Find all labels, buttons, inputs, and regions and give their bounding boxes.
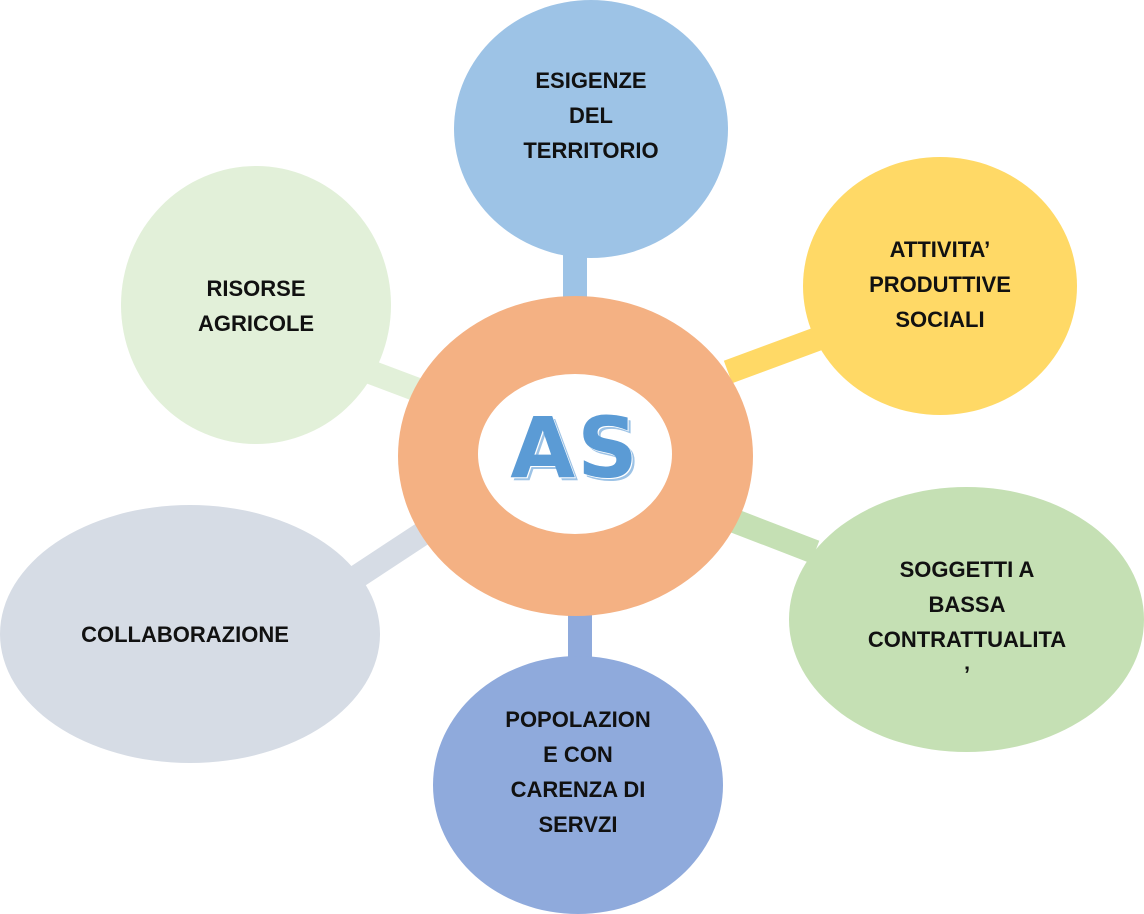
node-label: SOGGETTI A BASSA CONTRATTUALITA ’ bbox=[867, 556, 1067, 687]
node-label: ESIGENZE DEL TERRITORIO bbox=[523, 68, 659, 163]
connector-risorse bbox=[360, 358, 423, 402]
node-soggetti-a-bassa-contrattualita: SOGGETTI A BASSA CONTRATTUALITA ’ bbox=[789, 487, 1144, 752]
node-collaborazione: COLLABORAZIONE bbox=[0, 505, 380, 763]
center-hub: AS bbox=[478, 374, 672, 534]
node-label: ATTIVITA’ PRODUTTIVE SOCIALI bbox=[869, 237, 1011, 332]
node-attivita-produttive-sociali: ATTIVITA’ PRODUTTIVE SOCIALI bbox=[803, 157, 1077, 415]
connector-soggetti bbox=[727, 508, 820, 564]
node-risorse-agricole: RISORSE AGRICOLE bbox=[121, 166, 391, 444]
node-label: COLLABORAZIONE bbox=[81, 621, 289, 647]
connector-collaborazione bbox=[348, 519, 435, 589]
node-esigenze-del-territorio: ESIGENZE DEL TERRITORIO bbox=[454, 0, 728, 258]
connector-attivita bbox=[723, 326, 825, 384]
node-popolazione-con-carenza-di-servizi: POPOLAZION E CON CARENZA DI SERVZI bbox=[433, 656, 723, 914]
center-label: AS bbox=[510, 399, 640, 497]
node-label: POPOLAZION E CON CARENZA DI SERVZI bbox=[505, 706, 651, 837]
node-label: RISORSE AGRICOLE bbox=[197, 276, 315, 336]
